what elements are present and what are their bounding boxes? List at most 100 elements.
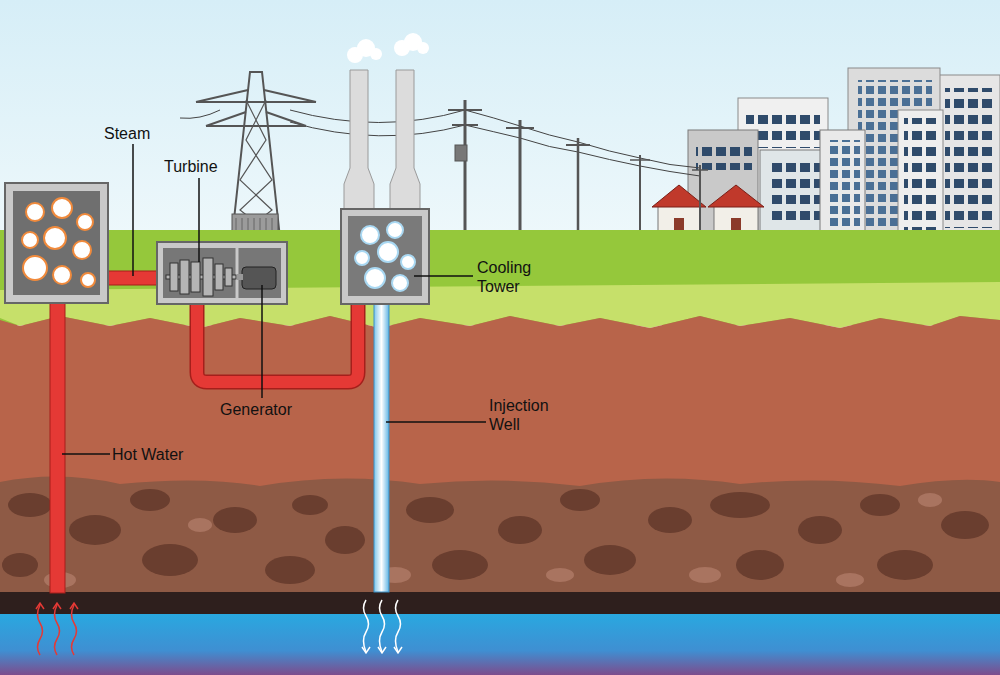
- chimney-smoke: [347, 33, 429, 63]
- building-windows: [826, 140, 860, 230]
- crossbar: [692, 169, 708, 171]
- turbine-stage: [215, 264, 223, 290]
- rock: [69, 515, 121, 545]
- heat-arrow: [38, 605, 43, 655]
- pylon-legs: [232, 72, 280, 238]
- rock: [2, 553, 38, 577]
- building-windows: [696, 140, 752, 170]
- steam-puff: [52, 198, 72, 218]
- rock: [860, 494, 900, 516]
- rock: [918, 493, 942, 507]
- turbine-divider: [236, 248, 239, 298]
- rock: [142, 544, 198, 576]
- rock: [292, 495, 328, 515]
- bedrock-band: [0, 592, 1000, 614]
- rock: [8, 493, 52, 517]
- pylon-arm: [196, 101, 316, 103]
- rock: [689, 567, 721, 583]
- utility-poles: [448, 100, 708, 238]
- rocks: [2, 489, 989, 584]
- rock: [648, 507, 692, 533]
- rocks-light: [44, 493, 942, 588]
- flow-arrow: [364, 600, 369, 652]
- turbine-stage: [225, 268, 232, 286]
- crossbar: [630, 159, 650, 161]
- crossbar: [566, 144, 590, 146]
- houses: [652, 185, 764, 235]
- chimney: [390, 70, 420, 212]
- callout-label: Injection Well: [489, 396, 569, 434]
- flow-arrow: [380, 600, 385, 652]
- turbine-housing: [157, 242, 287, 304]
- leader-line: [198, 178, 200, 262]
- rock: [560, 489, 600, 511]
- turbine-stage: [191, 262, 200, 292]
- leader-line: [261, 285, 263, 398]
- vapor-puff: [378, 242, 398, 262]
- leader-line: [62, 453, 110, 455]
- chimney: [344, 70, 374, 212]
- power-wires: [180, 110, 700, 176]
- cooling-tower-inner: [348, 216, 422, 296]
- building: [898, 110, 943, 235]
- pole: [464, 100, 467, 238]
- steam-puff: [23, 256, 47, 280]
- callout-label: Generator: [220, 400, 320, 419]
- steam-puff: [53, 266, 71, 284]
- steam-clouds: [22, 198, 95, 287]
- rock-layer: [0, 476, 1000, 595]
- turbine-stage: [170, 263, 178, 291]
- house-roof: [708, 185, 764, 207]
- wire: [180, 110, 220, 118]
- heat-arrow: [72, 605, 77, 655]
- leader-line: [414, 275, 473, 277]
- pole: [639, 155, 641, 234]
- cooling-tower-housing: [341, 209, 429, 304]
- rock: [836, 573, 864, 587]
- house-roof: [652, 185, 706, 207]
- rock: [432, 550, 488, 580]
- vapor-puff: [361, 226, 379, 244]
- hot-water-pipe: [50, 300, 65, 593]
- leader-line: [132, 144, 134, 276]
- soil-layer: [0, 316, 1000, 490]
- city-buildings: [688, 68, 1000, 235]
- rock: [498, 516, 542, 544]
- turbine-stage: [180, 260, 189, 294]
- vapor-puff: [355, 251, 369, 265]
- steam-puff: [73, 241, 91, 259]
- generator-body: [242, 267, 276, 289]
- pole: [577, 138, 580, 236]
- building: [820, 130, 865, 235]
- rock: [188, 518, 212, 532]
- steam-puff: [26, 203, 44, 221]
- condensate-pipe-outline: [197, 300, 358, 382]
- generator-coupling: [237, 274, 243, 280]
- sky: [0, 0, 1000, 240]
- rock: [406, 497, 454, 523]
- smoke-puff: [370, 48, 382, 60]
- heat-arrow: [55, 605, 60, 655]
- building: [935, 75, 1000, 235]
- flow-arrowheads: [362, 647, 402, 653]
- injection-pipe: [374, 300, 389, 592]
- descending-water-arrows: [362, 600, 402, 653]
- rising-heat-arrows: [36, 603, 78, 655]
- building-windows: [904, 118, 938, 230]
- rock: [798, 516, 842, 544]
- steam-puff: [77, 214, 93, 230]
- steam-puff: [44, 227, 66, 249]
- callout-label: Cooling Tower: [477, 258, 547, 296]
- crossbar: [452, 124, 478, 126]
- groundwater: [0, 614, 1000, 675]
- smoke-puff: [417, 42, 429, 54]
- rock: [265, 556, 315, 584]
- rock: [584, 545, 636, 575]
- pole: [519, 120, 522, 236]
- pole: [699, 165, 701, 232]
- turbine-rotor: [166, 258, 236, 296]
- vapor-clouds: [355, 222, 415, 291]
- rock: [546, 568, 574, 582]
